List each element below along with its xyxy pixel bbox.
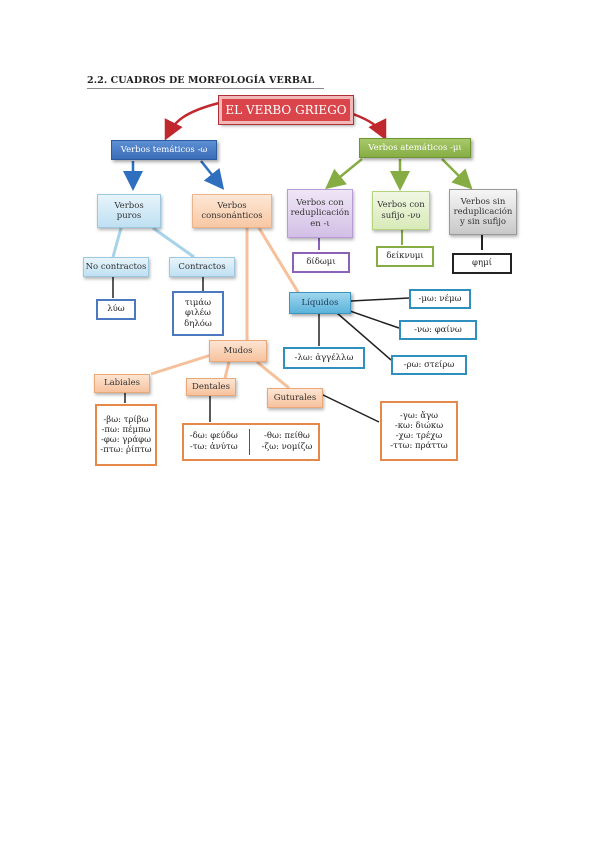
root-to-tematicos-arrow xyxy=(164,101,220,141)
labiales-example: -βω: τρίβω -πω: πέμπω -φω: γράφω -πτω: ῥ… xyxy=(95,404,157,466)
reduplicacion-node: Verbos con reduplicación en -ι xyxy=(287,189,353,238)
liquidos-to-mu-link xyxy=(350,297,410,302)
liquidos-nu-example: -νω: φαίνω xyxy=(399,320,477,340)
no-contractos-node: No contractos xyxy=(83,257,149,277)
liquidos-to-rho-link xyxy=(336,312,392,361)
didomi-example: δίδωμι xyxy=(292,252,350,273)
root-node: EL VERBO GRIEGO xyxy=(218,95,354,125)
liquidos-mu-example: -μω: νέμω xyxy=(409,289,471,309)
dentales-example: -δω: φεύδω -τω: ἀνύτω -θω: πείθω -ζω: νο… xyxy=(182,423,320,461)
deiknumi-example: δείκνυμι xyxy=(376,246,434,267)
labiales-node: Labiales xyxy=(94,374,150,393)
root-to-atematicos-arrow xyxy=(352,112,387,141)
guturales-to-example-link xyxy=(320,393,380,423)
atematicos-to-reduplicacion-arrow xyxy=(325,158,363,190)
heading-underline xyxy=(87,88,324,89)
sin-reduplicacion-node: Verbos sin reduplicación y sin sufijo xyxy=(449,189,517,235)
tematicos-node: Verbos temáticos -ω xyxy=(111,140,217,160)
mudos-to-guturales-link xyxy=(256,360,290,390)
liquidos-to-nu-link xyxy=(346,309,400,329)
dentales-example-left: -δω: φεύδω -τω: ἀνύτω xyxy=(189,430,238,452)
verb-concept-map: 2.2. CUADROS DE MORFOLOGÍA VERBAL xyxy=(79,70,526,466)
puros-to-contractos-link xyxy=(152,226,195,259)
sufijo-node: Verbos con sufijo -νυ xyxy=(372,191,430,230)
atematicos-node: Verbos atemáticos -μι xyxy=(359,138,471,158)
atematicos-to-sin-reduplicacion-arrow xyxy=(441,158,473,190)
mudos-to-labiales-link xyxy=(150,353,212,376)
liquidos-node: Líquidos xyxy=(289,292,351,314)
dentales-divider xyxy=(249,429,251,455)
liquidos-rho-example: -ρω: στείρω xyxy=(391,355,467,375)
consonanticos-node: Verbos consonánticos xyxy=(192,194,272,228)
guturales-node: Guturales xyxy=(267,388,323,408)
contractos-example: τιμάω φιλέω δηλόω xyxy=(172,291,224,336)
dentales-example-right: -θω: πείθω -ζω: νομίζω xyxy=(261,430,313,452)
luo-example: λύω xyxy=(96,299,136,320)
guturales-example: -γω: ἄγω -κω: διώκω -χω: τρέχω -ττω: πρά… xyxy=(380,401,458,461)
section-heading: 2.2. CUADROS DE MORFOLOGÍA VERBAL xyxy=(87,75,315,86)
puros-node: Verbos puros xyxy=(97,194,161,228)
mudos-to-dentales-link xyxy=(223,361,231,379)
dentales-node: Dentales xyxy=(186,378,236,396)
femi-example: φημί xyxy=(452,253,512,274)
mudos-node: Mudos xyxy=(209,340,267,362)
connector-layer xyxy=(111,101,483,423)
liquidos-lambda-example: -λω: ἀγγέλλω xyxy=(283,347,365,369)
contractos-node: Contractos xyxy=(169,257,235,277)
puros-to-no-contractos-link xyxy=(111,227,123,258)
consonanticos-to-liquidos-link xyxy=(257,227,303,298)
tematicos-to-consonanticos-arrow xyxy=(200,160,225,190)
